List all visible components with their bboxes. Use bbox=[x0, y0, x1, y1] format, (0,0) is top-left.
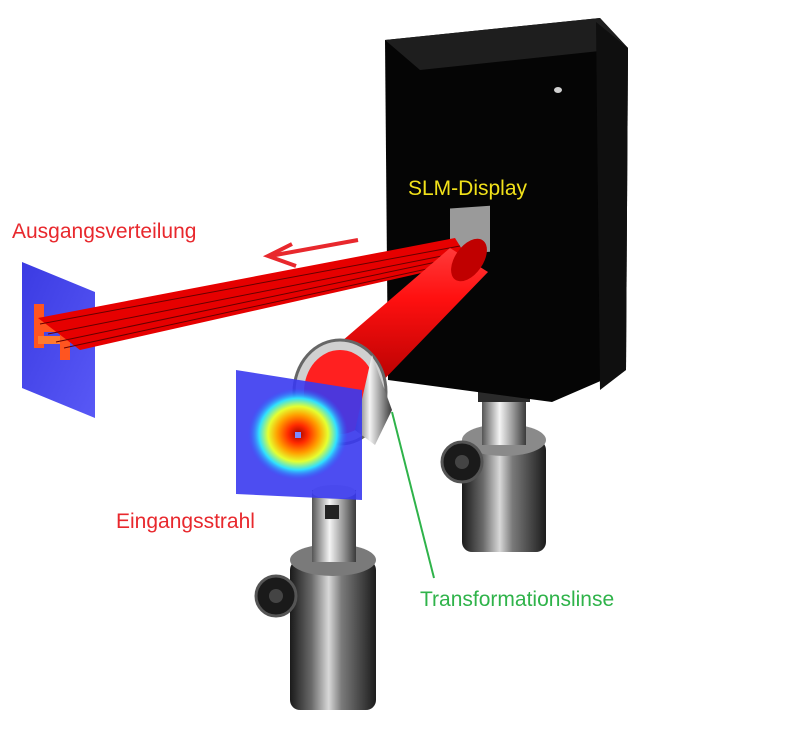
front-mount-post bbox=[254, 485, 376, 710]
input-beam-profile-plane bbox=[236, 370, 362, 500]
output-beams bbox=[38, 238, 470, 350]
output-direction-arrow bbox=[262, 238, 359, 268]
slm-display-body bbox=[385, 18, 628, 402]
slm-display-label: SLM-Display bbox=[408, 177, 528, 200]
output-distribution-label: Ausgangsverteilung bbox=[12, 220, 197, 243]
lens-pointer-line bbox=[391, 411, 435, 579]
input-beam-label: Eingangsstrahl bbox=[116, 510, 255, 533]
transformation-lens-label: Transformationslinse bbox=[420, 588, 615, 611]
rear-mount-post bbox=[440, 382, 546, 552]
